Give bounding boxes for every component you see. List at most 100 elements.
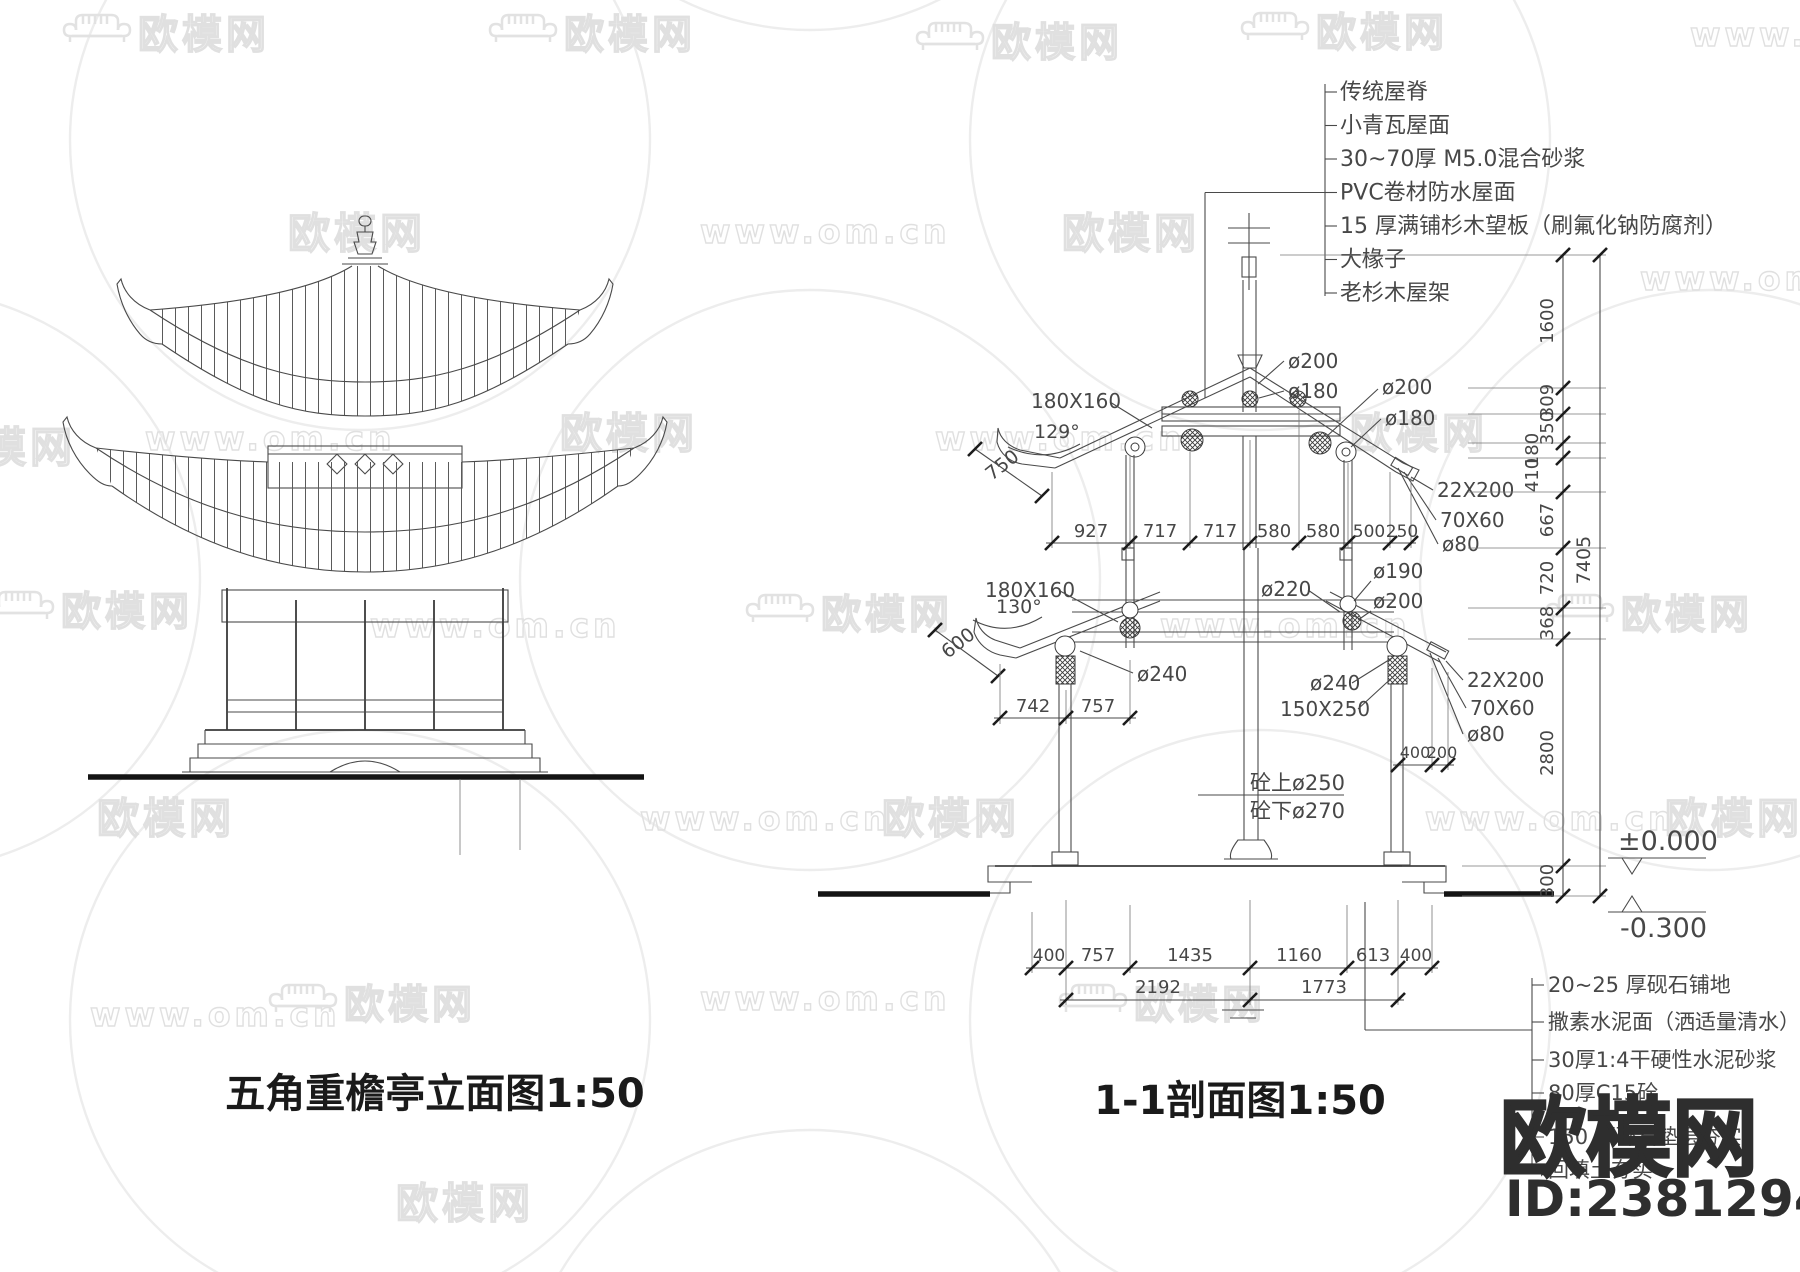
sofa-icon: [1240, 11, 1310, 42]
label-beam-150x250: 150X250: [1280, 697, 1370, 721]
dim-bottom: 757: [1081, 945, 1115, 966]
dim-mid: 580: [1257, 521, 1291, 542]
label-purlin-190: ø190: [1373, 559, 1423, 583]
watermark-brand: 欧模网: [1062, 209, 1200, 258]
section-title: 1-1剖面图1:50: [1094, 1078, 1386, 1124]
watermark-brand: 欧模网: [61, 589, 193, 635]
component-labels: 180X160 129° 750 ø200 ø180 ø200 ø180 22X…: [926, 349, 1718, 944]
sofa-icon: [1058, 983, 1128, 1014]
sofa-icon: [488, 13, 558, 44]
dim-chain: 368: [1537, 606, 1558, 640]
label-purlin-180-top: ø180: [1288, 379, 1338, 403]
label-batten-upper: 22X200: [1437, 478, 1514, 502]
dim-chain: 410: [1522, 458, 1543, 492]
dim-bottom: 400: [1400, 946, 1432, 966]
dim-chain: 300: [1537, 864, 1558, 898]
watermark-brand: 欧模网: [882, 794, 1020, 843]
label-beam-upper: 180X160: [1031, 389, 1121, 413]
label-round-80-lower: ø80: [1467, 722, 1505, 746]
watermark-url: www.om.cn: [1640, 259, 1800, 298]
sofa-icon: [915, 21, 985, 52]
label-angle-upper: 129°: [1034, 421, 1080, 443]
level-minus: -0.300: [1620, 913, 1707, 944]
elevation-title: 五角重檐亭立面图1:50: [225, 1071, 645, 1117]
watermark-url: www.om.cn: [145, 419, 396, 458]
callout-mortar: 30~70厚 M5.0混合砂浆: [1340, 147, 1585, 172]
callout-ridge: 传统屋脊: [1340, 80, 1428, 105]
watermark-brand: 欧模网: [1665, 794, 1800, 843]
watermark-big-brand: 欧模网: [1500, 1089, 1758, 1189]
dim-bottom-total: 2192: [1135, 977, 1181, 998]
watermark-brand: 欧模网: [1316, 10, 1448, 56]
dim-mid: 580: [1306, 521, 1340, 542]
watermark-url: www.om.cn: [1425, 799, 1676, 838]
dim-chain: 720: [1537, 561, 1558, 595]
label-purlin-200-right: ø200: [1382, 375, 1432, 399]
dim-mid: 717: [1143, 521, 1177, 542]
dim-col: 757: [1081, 696, 1115, 717]
floor-callouts: 20~25 厚砚石铺地 撒素水泥面（洒适量清水） 30厚1:4干硬性水泥砂浆 8…: [1364, 902, 1800, 1182]
dim-mid: 250: [1386, 522, 1418, 542]
site-watermark-badge: 欧模网 ID:2381294: [1499, 1088, 1800, 1228]
callout-rafter: 大椽子: [1340, 248, 1406, 273]
dim-bottom: 400: [1033, 946, 1065, 966]
watermark-brand: 欧模网: [1134, 982, 1266, 1028]
watermark-brand: 欧模网: [344, 982, 476, 1028]
dim-chain-total: 7405: [1573, 536, 1595, 584]
watermark-brand: 欧模网: [0, 423, 76, 472]
dim-chain: 350: [1537, 411, 1558, 445]
roof-callouts: 传统屋脊 小青瓦屋面 30~70厚 M5.0混合砂浆 PVC卷材防水屋面 15 …: [1204, 80, 1727, 398]
watermark-brand: 欧模网: [991, 20, 1123, 66]
watermark-brand: 欧模网: [138, 12, 270, 58]
watermark-url: www.om.cn: [90, 995, 341, 1034]
dim-mid: 927: [1074, 521, 1108, 542]
level-zero: ±0.000: [1618, 826, 1718, 857]
label-concrete-lower: 砼下ø270: [1250, 799, 1345, 823]
dim-eave: 200: [1427, 743, 1458, 762]
callout-stone-paving: 20~25 厚砚石铺地: [1548, 973, 1731, 997]
label-purlin-180-right: ø180: [1385, 406, 1435, 430]
dim-chain: 1600: [1537, 298, 1558, 344]
dim-bottom: 1160: [1276, 945, 1322, 966]
dimensions: 927 717 717 580 580 500 250 742 757 400 …: [991, 246, 1609, 1019]
watermark-brand: 欧模网: [97, 794, 235, 843]
label-angle-lower: 130°: [996, 596, 1042, 618]
label-purlin-200-top: ø200: [1288, 349, 1338, 373]
watermark-brand: 欧模网: [1350, 409, 1488, 458]
dim-chain: 2800: [1537, 730, 1558, 776]
watermark-brand: 欧模网: [288, 209, 426, 258]
dim-col: 742: [1016, 696, 1050, 717]
label-concrete-upper: 砼上ø250: [1250, 771, 1345, 795]
dim-bottom-total: 1773: [1301, 977, 1347, 998]
dim-mid: 500: [1353, 522, 1385, 542]
sofa-icon: [0, 590, 55, 621]
watermark-big-id: ID:2381294: [1505, 1170, 1800, 1228]
label-purlin-220: ø220: [1261, 577, 1311, 601]
callout-concrete: 80厚C15砼: [1548, 1081, 1658, 1105]
watermark-brand: 欧模网: [1621, 592, 1753, 638]
label-lath-upper: 70X60: [1440, 508, 1505, 532]
callout-truss: 老杉木屋架: [1340, 281, 1450, 306]
label-round-80-upper: ø80: [1442, 532, 1480, 556]
label-purlin-200-mid: ø200: [1373, 589, 1423, 613]
watermark-url: www.om.cn: [700, 979, 951, 1018]
callout-pvc: PVC卷材防水屋面: [1340, 181, 1516, 206]
dim-mid: 717: [1203, 521, 1237, 542]
section-structure: [818, 213, 1554, 897]
dim-chain: 180: [1522, 433, 1543, 467]
watermark-brand: 欧模网: [396, 1179, 534, 1228]
label-beam-lower: 180X160: [985, 578, 1075, 602]
label-batten-lower: 22X200: [1467, 668, 1544, 692]
label-lath-lower: 70X60: [1470, 696, 1535, 720]
callout-backfill: 回填土夯实: [1548, 1158, 1653, 1182]
watermark-url: www.om.cn: [700, 212, 951, 251]
sofa-icon: [745, 593, 815, 624]
callout-cement-face: 撒素水泥面（洒适量清水）: [1548, 1010, 1800, 1034]
callout-gravel: 150 厚碎石垫层夯实: [1548, 1125, 1742, 1149]
watermark-url: www.om.cn: [370, 606, 621, 645]
dim-bottom: 1435: [1167, 945, 1213, 966]
watermark-brand: 欧模网: [564, 12, 696, 58]
dim-bottom: 613: [1356, 945, 1390, 966]
